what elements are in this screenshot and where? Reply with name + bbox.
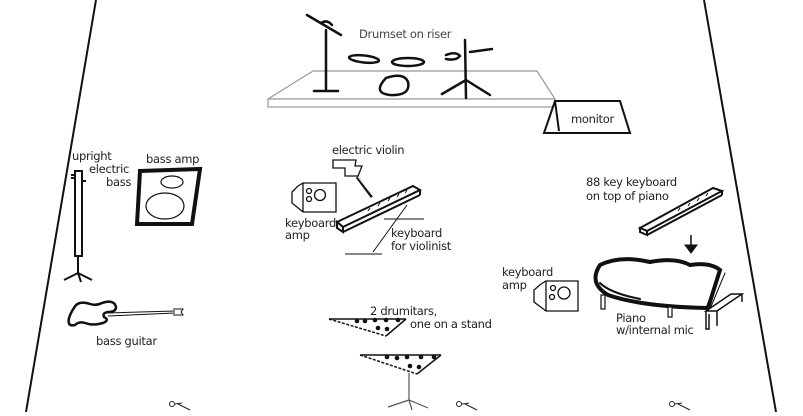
bass-guitar-icon [67,300,184,327]
mic-icon [669,401,691,411]
upright-bass-label-line1: upright [72,149,112,163]
drumitar-2-icon [359,354,442,411]
piano-label-line1: Piano [616,311,646,325]
bass-guitar-label: bass guitar [96,334,157,348]
upright-bass-label-line3: bass [106,175,132,189]
monitor-icon [542,100,632,134]
drumset-label: Drumset on riser [359,27,452,41]
keyboard-amp-right-label-line1: keyboard [502,265,553,279]
keyboard-amp-right-icon [533,280,579,312]
keyboard-amp-left-icon [291,182,337,213]
bass-amp-label: bass amp [146,152,200,166]
keyboard-amp-left-label-line1: keyboard [285,216,336,230]
keyboard-violinist-label-line1: keyboard [391,226,442,240]
stage-edge-right [703,0,777,413]
monitor-label: monitor [571,112,614,126]
electric-violin-icon [332,159,374,198]
keyboard-for-violinist-icon [335,184,424,255]
electric-violin-label: electric violin [332,143,405,157]
drum-riser [267,70,557,108]
drumitars-label-line1: 2 drumitars, [370,304,438,318]
piano-label-line2: w/internal mic [616,323,694,337]
upright-electric-bass-icon [63,170,93,283]
keyboard-88-label-line2: on top of piano [586,189,669,203]
keyboard-88-key-icon [637,186,725,237]
drumitars-label-line2: one on a stand [410,317,492,331]
stage-edge-left [25,0,97,413]
mic-icon [456,401,478,411]
keyboard-amp-right-label-line2: amp [502,278,527,292]
drumitar-1-icon [328,317,407,337]
grand-piano-icon [593,257,726,318]
piano-bench-icon [703,293,745,330]
bass-amp-icon [134,166,203,226]
arrow-down-icon [684,235,698,254]
upright-bass-label-line2: electric [89,162,130,176]
keyboard-amp-left-label-line2: amp [285,228,310,242]
keyboard-violinist-label-line2: for violinist [391,239,451,253]
mic-icon [169,401,191,411]
keyboard-88-label-line1: 88 key keyboard [586,175,677,189]
drumset-icon [305,13,494,100]
